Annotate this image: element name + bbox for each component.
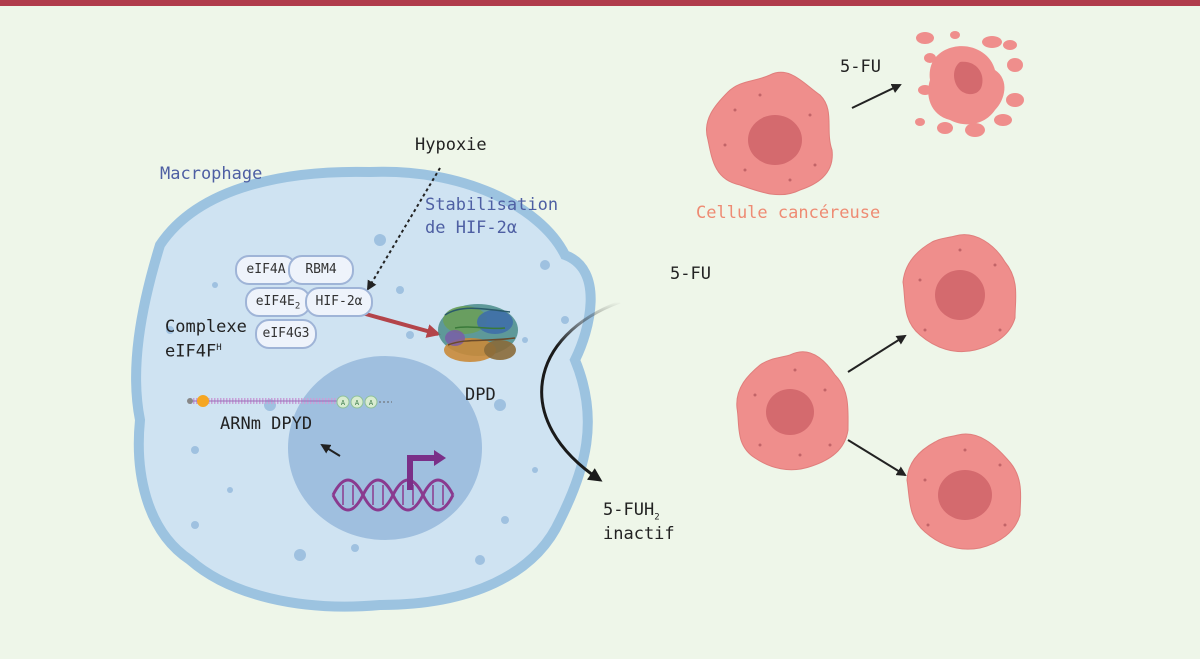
rbm4-pill: RBM4 bbox=[288, 255, 354, 285]
macrophage-label: Macrophage bbox=[160, 164, 263, 184]
cancer-cell-right-upper bbox=[902, 234, 1017, 353]
poly-a-label: A bbox=[369, 399, 374, 407]
vesicle bbox=[501, 516, 509, 524]
poly-a-bead bbox=[336, 395, 350, 409]
vesicle bbox=[561, 316, 569, 324]
vesicle bbox=[227, 487, 233, 493]
vesicle bbox=[294, 549, 306, 561]
hypoxie-label: Hypoxie bbox=[415, 135, 487, 155]
eif4a-pill: eIF4A bbox=[235, 255, 297, 285]
cancer-cell-right-lower bbox=[906, 433, 1022, 550]
vesicle bbox=[212, 282, 218, 288]
macrophage-nucleus bbox=[288, 356, 482, 540]
mrna-5prime bbox=[197, 395, 209, 407]
vesicle bbox=[191, 446, 199, 454]
hif-2a-pill: HIF-2α bbox=[305, 287, 373, 317]
metabolism-arrow bbox=[540, 300, 621, 482]
five-fuh2-text: 5-FUH bbox=[603, 500, 655, 520]
poly-a-label: A bbox=[355, 399, 360, 407]
vesicle bbox=[166, 326, 174, 334]
vesicle bbox=[396, 286, 404, 294]
complexe-eif4f: eIF4F bbox=[165, 341, 217, 362]
vesicle bbox=[532, 467, 538, 473]
proliferation-arrow-up bbox=[847, 334, 907, 373]
stabilisation-label-1: Stabilisation bbox=[425, 195, 559, 215]
fragmented-cancer-cell bbox=[915, 31, 1024, 137]
eif4e-pill: eIF4E2 bbox=[245, 287, 311, 317]
translation-arrow bbox=[361, 311, 441, 338]
vesicle bbox=[475, 555, 485, 565]
transcription-arrow bbox=[407, 450, 446, 490]
vesicle bbox=[406, 331, 414, 339]
dna-helix bbox=[331, 478, 455, 512]
complexe-label-2: eIF4FH bbox=[165, 338, 222, 362]
dpd-protein-icon bbox=[438, 304, 518, 362]
five-fuh2-label: 5-FUH2 bbox=[603, 500, 660, 527]
vesicle bbox=[374, 234, 386, 246]
mrna-strand: A A A bbox=[187, 395, 392, 409]
five-fuh2-subscript: 2 bbox=[654, 512, 660, 523]
eif4e-label: eIF4E bbox=[255, 294, 295, 309]
poly-a-bead bbox=[364, 395, 378, 409]
mrna-cap bbox=[187, 398, 193, 404]
vesicle bbox=[494, 399, 506, 411]
eif4g3-pill: eIF4G3 bbox=[255, 319, 317, 349]
inactif-label: inactif bbox=[603, 524, 675, 544]
cancer-cell-top bbox=[706, 71, 833, 196]
vesicle bbox=[264, 399, 276, 411]
vesicle bbox=[522, 337, 528, 343]
arnm-dpyd-label: ARNm DPYD bbox=[220, 414, 313, 434]
eif4e-subscript: 2 bbox=[294, 301, 301, 312]
dpd-label: DPD bbox=[465, 385, 496, 405]
top-bar bbox=[0, 0, 1200, 6]
five-fu-center-label: 5-FU bbox=[670, 264, 711, 284]
cellule-cancereuse-label: Cellule cancéreuse bbox=[696, 203, 881, 223]
poly-a-bead bbox=[350, 395, 364, 409]
export-arrow bbox=[320, 443, 341, 457]
apoptosis-arrow bbox=[851, 83, 902, 109]
complexe-superscript: H bbox=[216, 343, 222, 353]
five-fu-top-label: 5-FU bbox=[840, 57, 881, 77]
poly-a-label: A bbox=[341, 399, 346, 407]
vesicle bbox=[351, 544, 359, 552]
complexe-label-1: Complexe bbox=[165, 317, 247, 337]
proliferation-arrow-down bbox=[847, 439, 907, 477]
stabilisation-label-2: de HIF-2α bbox=[425, 218, 518, 238]
vesicle bbox=[540, 260, 550, 270]
vesicle bbox=[191, 521, 199, 529]
cancer-cell-middle bbox=[736, 351, 849, 471]
